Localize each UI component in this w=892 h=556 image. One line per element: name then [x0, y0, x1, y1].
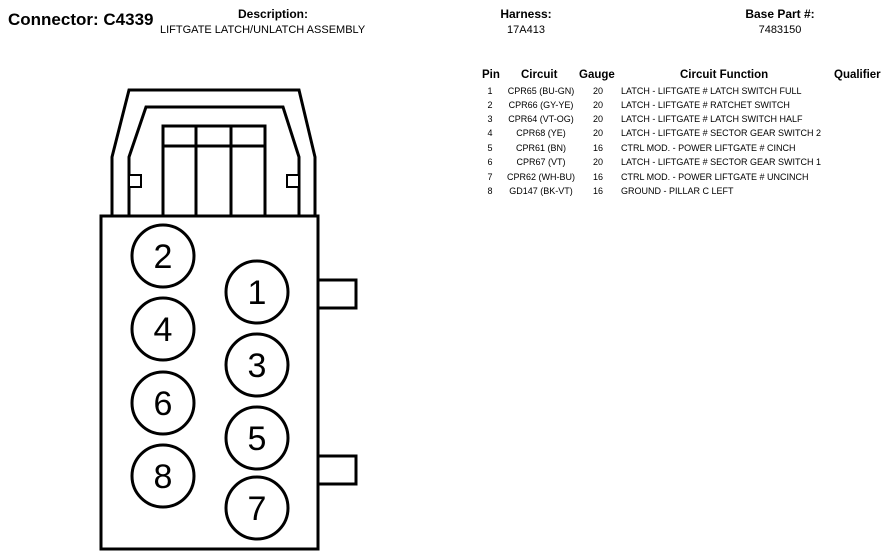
- column-header-function: Circuit Function: [680, 69, 769, 81]
- table-cell-gauge: 16: [592, 186, 603, 196]
- pin-label-4: 4: [154, 311, 173, 349]
- description-label: Description:: [238, 7, 309, 21]
- table-cell-circuit: CPR67 (VT): [516, 157, 566, 167]
- connector-latch: [110, 88, 317, 218]
- table-cell-pin: 7: [487, 172, 493, 182]
- table-cell-gauge: 20: [592, 100, 603, 110]
- table-cell-function: GROUND - PILLAR C LEFT: [621, 186, 734, 196]
- table-cell-circuit: CPR64 (VT-OG): [508, 114, 574, 124]
- table-cell-pin: 6: [487, 157, 493, 167]
- table-cell-circuit: CPR62 (WH-BU): [506, 172, 575, 182]
- pin-label-6: 6: [154, 385, 173, 423]
- column-header-qualifier: Qualifier: [834, 69, 881, 81]
- pin-label-2: 2: [154, 238, 173, 276]
- column-header-gauge: Gauge: [579, 69, 615, 81]
- table-cell-function: CTRL MOD. - POWER LIFTGATE # CINCH: [621, 143, 796, 153]
- pin-cavity-1: 1: [224, 259, 290, 325]
- pin-cavity-2: 2: [130, 223, 196, 289]
- table-cell-gauge: 20: [592, 114, 603, 124]
- pin-cavity-5: 5: [224, 405, 290, 471]
- table-cell-pin: 4: [487, 128, 493, 138]
- base-part-label: Base Part #:: [745, 7, 815, 21]
- table-cell-circuit: CPR66 (GY-YE): [508, 100, 574, 110]
- pin-label-1: 1: [248, 274, 267, 312]
- table-cell-circuit: CPR68 (YE): [516, 128, 566, 138]
- pin-cavity-4: 4: [130, 296, 196, 362]
- table-cell-function: LATCH - LIFTGATE # SECTOR GEAR SWITCH 2: [621, 128, 822, 138]
- table-cell-function: LATCH - LIFTGATE # LATCH SWITCH HALF: [621, 114, 803, 124]
- pin-label-7: 7: [248, 490, 267, 528]
- pin-label-3: 3: [248, 347, 267, 385]
- table-cell-pin: 2: [487, 100, 493, 110]
- table-cell-pin: 5: [487, 143, 493, 153]
- connector-key-lower: [316, 454, 358, 486]
- base-part-value: 7483150: [758, 24, 802, 36]
- table-cell-function: LATCH - LIFTGATE # RATCHET SWITCH: [621, 100, 790, 110]
- table-cell-gauge: 20: [592, 157, 603, 167]
- table-cell-function: CTRL MOD. - POWER LIFTGATE # UNCINCH: [621, 172, 809, 182]
- pin-label-5: 5: [248, 420, 267, 458]
- table-cell-circuit: CPR61 (BN): [515, 143, 566, 153]
- harness-value: 17A413: [507, 24, 545, 36]
- table-cell-pin: 1: [487, 86, 493, 96]
- pin-label-8: 8: [154, 458, 173, 496]
- pin-cavity-7: 7: [224, 475, 290, 541]
- table-cell-circuit: GD147 (BK-VT): [509, 186, 573, 196]
- table-cell-gauge: 16: [592, 143, 603, 153]
- table-cell-pin: 8: [487, 186, 493, 196]
- pin-cavity-8: 8: [130, 443, 196, 509]
- connector-title: Connector: C4339: [8, 10, 154, 29]
- connector-key-upper: [316, 278, 358, 310]
- column-header-circuit: Circuit: [521, 69, 558, 81]
- harness-label: Harness:: [500, 7, 552, 21]
- description-value: LIFTGATE LATCH/UNLATCH ASSEMBLY: [160, 24, 366, 36]
- table-cell-gauge: 20: [592, 86, 603, 96]
- table-cell-gauge: 20: [592, 128, 603, 138]
- pin-cavity-3: 3: [224, 332, 290, 398]
- table-cell-circuit: CPR65 (BU-GN): [507, 86, 575, 96]
- column-header-pin: Pin: [482, 69, 500, 81]
- table-cell-function: LATCH - LIFTGATE # LATCH SWITCH FULL: [621, 86, 802, 96]
- pin-cavity-6: 6: [130, 370, 196, 436]
- table-cell-gauge: 16: [592, 172, 603, 182]
- table-cell-function: LATCH - LIFTGATE # SECTOR GEAR SWITCH 1: [621, 157, 822, 167]
- table-cell-pin: 3: [487, 114, 493, 124]
